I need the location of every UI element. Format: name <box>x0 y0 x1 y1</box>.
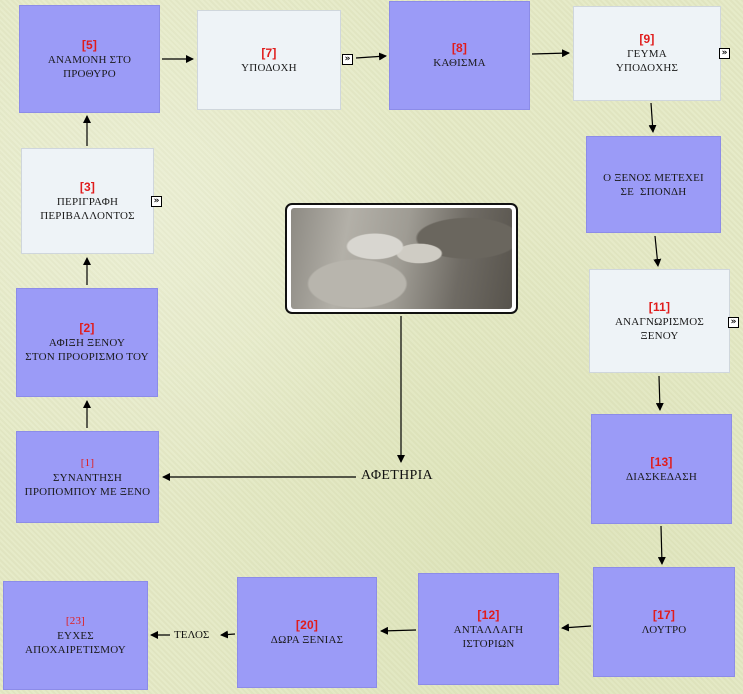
node-label: ΑΠΟΧΑΙΡΕΤΙΣΜΟΥ <box>25 643 126 657</box>
double-chevron-right-icon[interactable]: » <box>728 317 739 328</box>
node-label: ΔΩΡΑ ΞΕΝΙΑΣ <box>271 633 343 647</box>
node-7[interactable]: [7] ΥΠΟΔΟΧΗ <box>197 10 341 110</box>
node-number: [5] <box>82 38 97 53</box>
arrow-8-to-9 <box>532 53 569 54</box>
node-label: ΚΑΘΙΣΜΑ <box>433 56 486 70</box>
node-number: [3] <box>80 180 95 195</box>
node-label: ΠΕΡΙΒΑΛΛΟΝΤΟΣ <box>40 209 135 223</box>
node-label: ΞΕΝΟΥ <box>615 329 704 343</box>
sculpture-photo-frame <box>285 203 518 314</box>
double-chevron-right-icon[interactable]: » <box>151 196 162 207</box>
node-label: ΑΦΙΞΗ ΞΕΝΟΥ <box>25 336 148 350</box>
arrow-11-to-13 <box>659 376 660 410</box>
node-label: ΠΡΟΠΟΜΠΟΥ ΜΕ ΞΕΝΟ <box>25 485 151 499</box>
node-number: [23] <box>66 614 85 629</box>
node-17[interactable]: [17] ΛΟΥΤΡΟ <box>593 567 735 677</box>
node-label: ΑΝΑΓΝΩΡΙΣΜΟΣ <box>615 315 704 329</box>
node-label: ΣΤΟΝ ΠΡΟΟΡΙΣΜΟ ΤΟΥ <box>25 350 148 364</box>
node-number: [7] <box>261 46 276 61</box>
sculpture-photo <box>291 208 512 309</box>
node-label: ΛΟΥΤΡΟ <box>642 623 687 637</box>
node-label: ΑΝΑΜΟΝΗ ΣΤΟ <box>48 53 131 67</box>
node-label: Ο ΞΕΝΟΣ ΜΕΤΕΧΕΙ <box>603 171 704 185</box>
node-number: [9] <box>639 32 654 47</box>
double-chevron-right-icon[interactable]: » <box>342 54 353 65</box>
arrow-10-to-11 <box>655 236 658 266</box>
node-label: ΕΥΧΕΣ <box>25 629 126 643</box>
node-number: [12] <box>477 608 499 623</box>
node-number: [17] <box>653 608 675 623</box>
double-chevron-right-icon[interactable]: » <box>719 48 730 59</box>
arrow-7-to-8 <box>356 56 386 58</box>
node-number: [11] <box>649 300 670 315</box>
arrow-17-to-12 <box>562 626 591 628</box>
arrow-12-to-20 <box>381 630 416 631</box>
node-label: ΓΕΥΜΑ <box>616 47 678 61</box>
node-label: ΥΠΟΔΟΧΗ <box>241 61 297 75</box>
node-number: [2] <box>79 321 94 336</box>
node-number: [8] <box>452 41 467 56</box>
node-label: ΔΙΑΣΚΕΔΑΣΗ <box>626 470 697 484</box>
node-label: ΠΕΡΙΓΡΑΦΗ <box>40 195 135 209</box>
node-8[interactable]: [8] ΚΑΘΙΣΜΑ <box>389 1 530 110</box>
node-label: ΙΣΤΟΡΙΩΝ <box>454 637 524 651</box>
node-label: ΑΝΤΑΛΛΑΓΗ <box>454 623 524 637</box>
node-13[interactable]: [13] ΔΙΑΣΚΕΔΑΣΗ <box>591 414 732 524</box>
node-label: ΥΠΟΔΟΧΗΣ <box>616 61 678 75</box>
node-number: [13] <box>650 455 672 470</box>
end-label: ΤΕΛΟΣ <box>174 629 209 641</box>
arrow-20-to-end <box>221 634 235 635</box>
start-label: ΑΦΕΤΗΡΙΑ <box>361 468 433 484</box>
node-number: [1] <box>81 456 94 471</box>
node-number: [20] <box>296 618 318 633</box>
node-label: ΣΕ ΣΠΟΝΔΗ <box>603 185 704 199</box>
node-label: ΠΡΟΘΥΡΟ <box>48 67 131 81</box>
node-label: ΣΥΝΑΝΤΗΣΗ <box>25 471 151 485</box>
node-20[interactable]: [20] ΔΩΡΑ ΞΕΝΙΑΣ <box>237 577 377 688</box>
arrow-9-to-10 <box>651 103 653 132</box>
arrow-13-to-17 <box>661 526 662 564</box>
